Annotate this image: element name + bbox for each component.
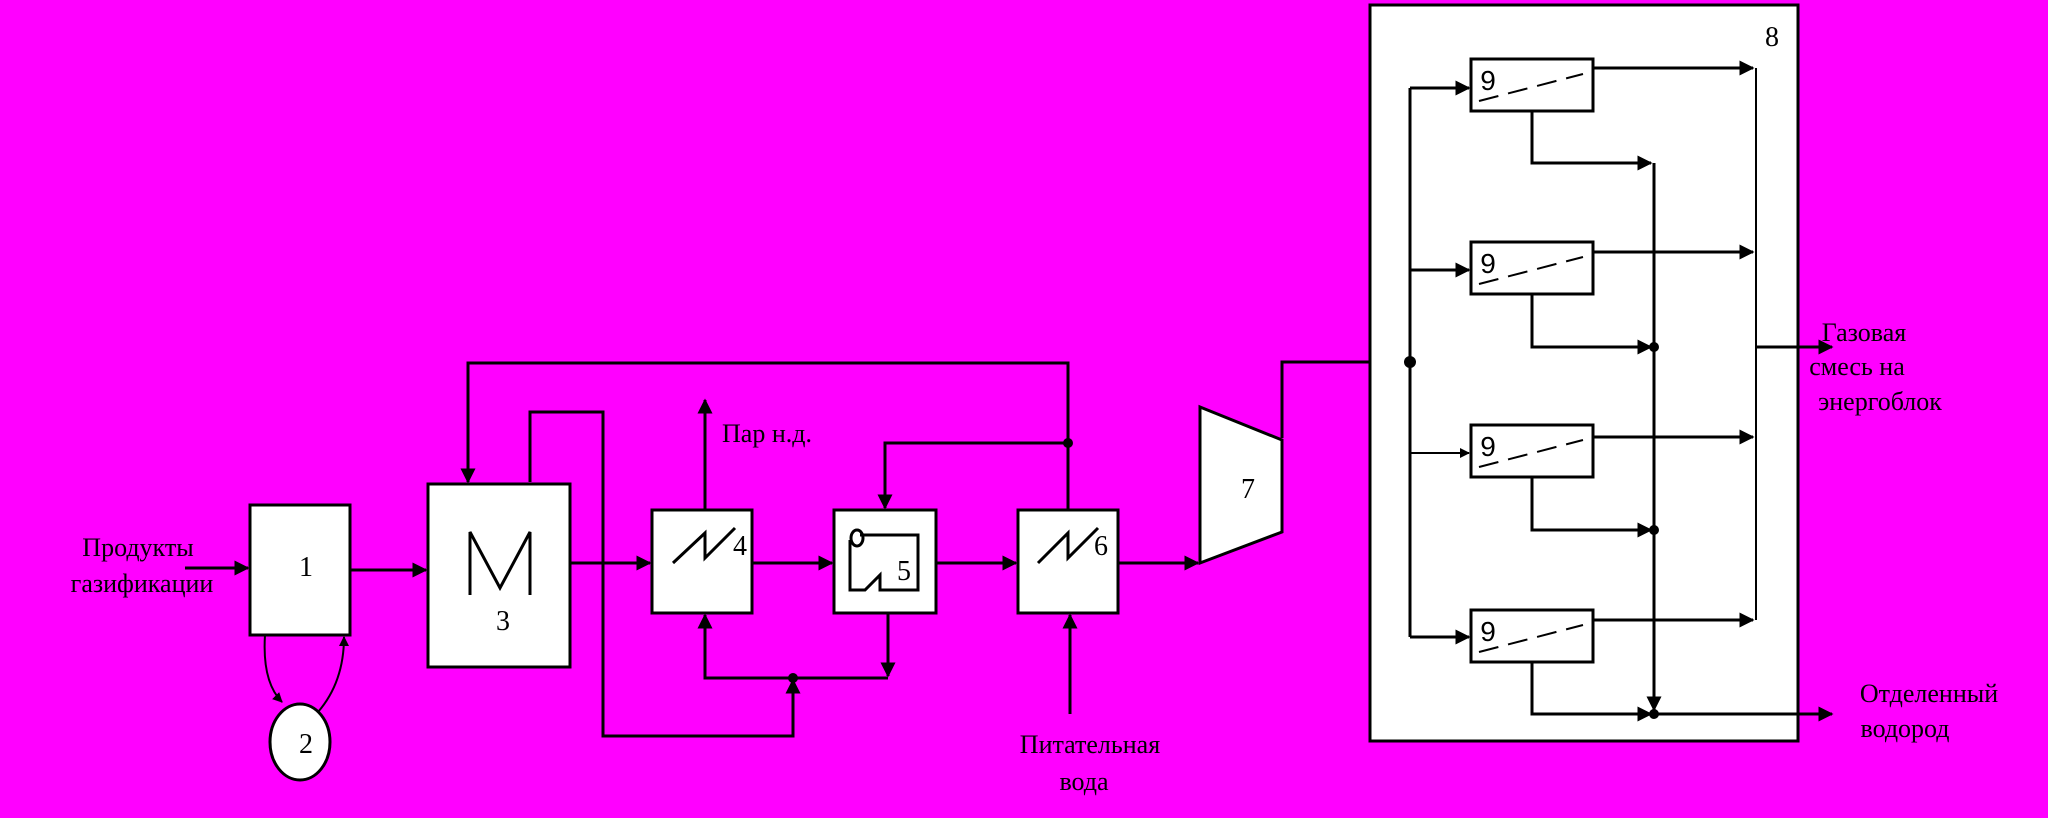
module-2-label: 9 bbox=[1480, 248, 1496, 279]
junction-h2-node-3 bbox=[1649, 525, 1659, 535]
gas-mix-label-line2: смесь на bbox=[1809, 352, 1905, 381]
block-4-label: 4 bbox=[733, 531, 747, 562]
block-5-label: 5 bbox=[897, 556, 911, 587]
module-3-permeate bbox=[1530, 477, 1653, 538]
membrane-module-4 bbox=[1469, 608, 1595, 664]
module-2-permeate bbox=[1530, 294, 1653, 355]
block-1 bbox=[248, 503, 352, 637]
feedwater-to-drum bbox=[877, 441, 1068, 510]
feedwater-label-line2: вода bbox=[1059, 767, 1109, 796]
input-label-line2: газификации bbox=[71, 569, 214, 598]
module-1-label: 9 bbox=[1480, 65, 1496, 96]
block-6-coil-icon bbox=[1036, 526, 1100, 565]
return-line-top bbox=[460, 361, 1070, 484]
junction-feedwater-node bbox=[1063, 438, 1073, 448]
block-4-coil-icon bbox=[671, 526, 737, 565]
module-4-permeate bbox=[1530, 662, 1653, 722]
block-5-drum-icon bbox=[848, 533, 920, 592]
module-4-label: 9 bbox=[1480, 616, 1496, 647]
module-1-permeate bbox=[1530, 111, 1653, 171]
module-3-membrane-icon bbox=[1478, 439, 1584, 468]
module-3-label: 9 bbox=[1480, 431, 1496, 462]
block-1-label: 1 bbox=[299, 552, 313, 583]
feedwater-label-line1: Питательная bbox=[1020, 730, 1160, 759]
block-2-label: 2 bbox=[299, 729, 313, 760]
module-4-membrane-icon bbox=[1478, 624, 1584, 653]
block-2 bbox=[268, 702, 332, 782]
gas-mix-label-line3: энергоблок bbox=[1818, 387, 1942, 416]
block-7 bbox=[1198, 404, 1284, 566]
block-4 bbox=[650, 508, 754, 615]
pipe-3-to-lower-node bbox=[528, 410, 801, 738]
loop-2-to-1 bbox=[317, 636, 349, 713]
junction-h2-node-2 bbox=[1649, 342, 1659, 352]
block-8-label: 8 bbox=[1765, 22, 1779, 53]
block-3-label: 3 bbox=[496, 606, 510, 637]
block-3 bbox=[426, 482, 572, 669]
block-6-label: 6 bbox=[1094, 531, 1108, 562]
hydrogen-label-line1: Отделенный bbox=[1860, 679, 1998, 708]
junction-inlet-node bbox=[1404, 356, 1416, 368]
circulation-to-block-4 bbox=[697, 613, 888, 680]
membrane-module-1 bbox=[1469, 57, 1595, 113]
block-7-label: 7 bbox=[1241, 474, 1255, 505]
junction-lower-node bbox=[788, 673, 798, 683]
module-1-membrane-icon bbox=[1478, 73, 1584, 102]
block-3-coil-icon bbox=[468, 531, 532, 595]
steam-label: Пар н.д. bbox=[722, 419, 812, 448]
loop-1-to-2 bbox=[263, 634, 283, 703]
hydrogen-label-line2: водород bbox=[1860, 714, 1949, 743]
module-2-membrane-icon bbox=[1478, 256, 1584, 285]
input-label-line1: Продукты bbox=[82, 533, 193, 562]
membrane-module-3 bbox=[1469, 423, 1595, 479]
gas-mix-label-line1: Газовая bbox=[1822, 318, 1907, 347]
block-5-drum-top-icon bbox=[849, 528, 865, 548]
